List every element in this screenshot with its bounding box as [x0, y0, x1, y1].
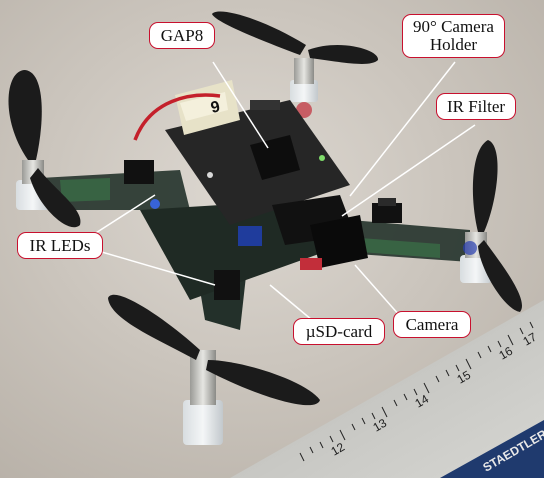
ir-leds-label: IR LEDs — [29, 236, 91, 255]
usd-card-label: µSD-card — [305, 322, 373, 341]
camera-holder-label-line1: 90° Camera — [413, 17, 494, 36]
ir-filter-callout: IR Filter — [436, 93, 516, 120]
ruler-tick-label: 16 — [497, 344, 516, 363]
ruler-tick-label: 12 — [329, 440, 348, 459]
ir-filter-label: IR Filter — [446, 97, 506, 116]
gap8-callout: GAP8 — [149, 22, 215, 49]
battery-cable — [133, 93, 221, 141]
ir-leds — [124, 160, 240, 300]
ruler-tick-label: 17 — [521, 330, 540, 349]
module-number-label: 9 — [209, 98, 221, 116]
ruler: 12 13 14 15 16 17 STAEDTLER — [230, 300, 544, 478]
camera-holder-label-line2: Holder — [429, 35, 478, 54]
ruler-tick-label: 14 — [413, 392, 432, 411]
leader-lines — [87, 61, 476, 321]
camera-assembly — [238, 195, 402, 270]
camera-holder-callout: 90° Camera Holder — [402, 14, 505, 58]
motor-mounts — [16, 58, 492, 445]
propellers — [8, 11, 522, 406]
ir-leds-callout: IR LEDs — [17, 232, 103, 259]
ai-deck-board: 9 — [165, 80, 350, 225]
camera-callout: Camera — [393, 311, 471, 338]
gap8-label: GAP8 — [160, 26, 204, 45]
camera-label: Camera — [405, 315, 459, 334]
ruler-tick-label: 13 — [371, 416, 390, 435]
usd-card-callout: µSD-card — [293, 318, 385, 345]
ruler-tick-label: 15 — [455, 368, 474, 387]
